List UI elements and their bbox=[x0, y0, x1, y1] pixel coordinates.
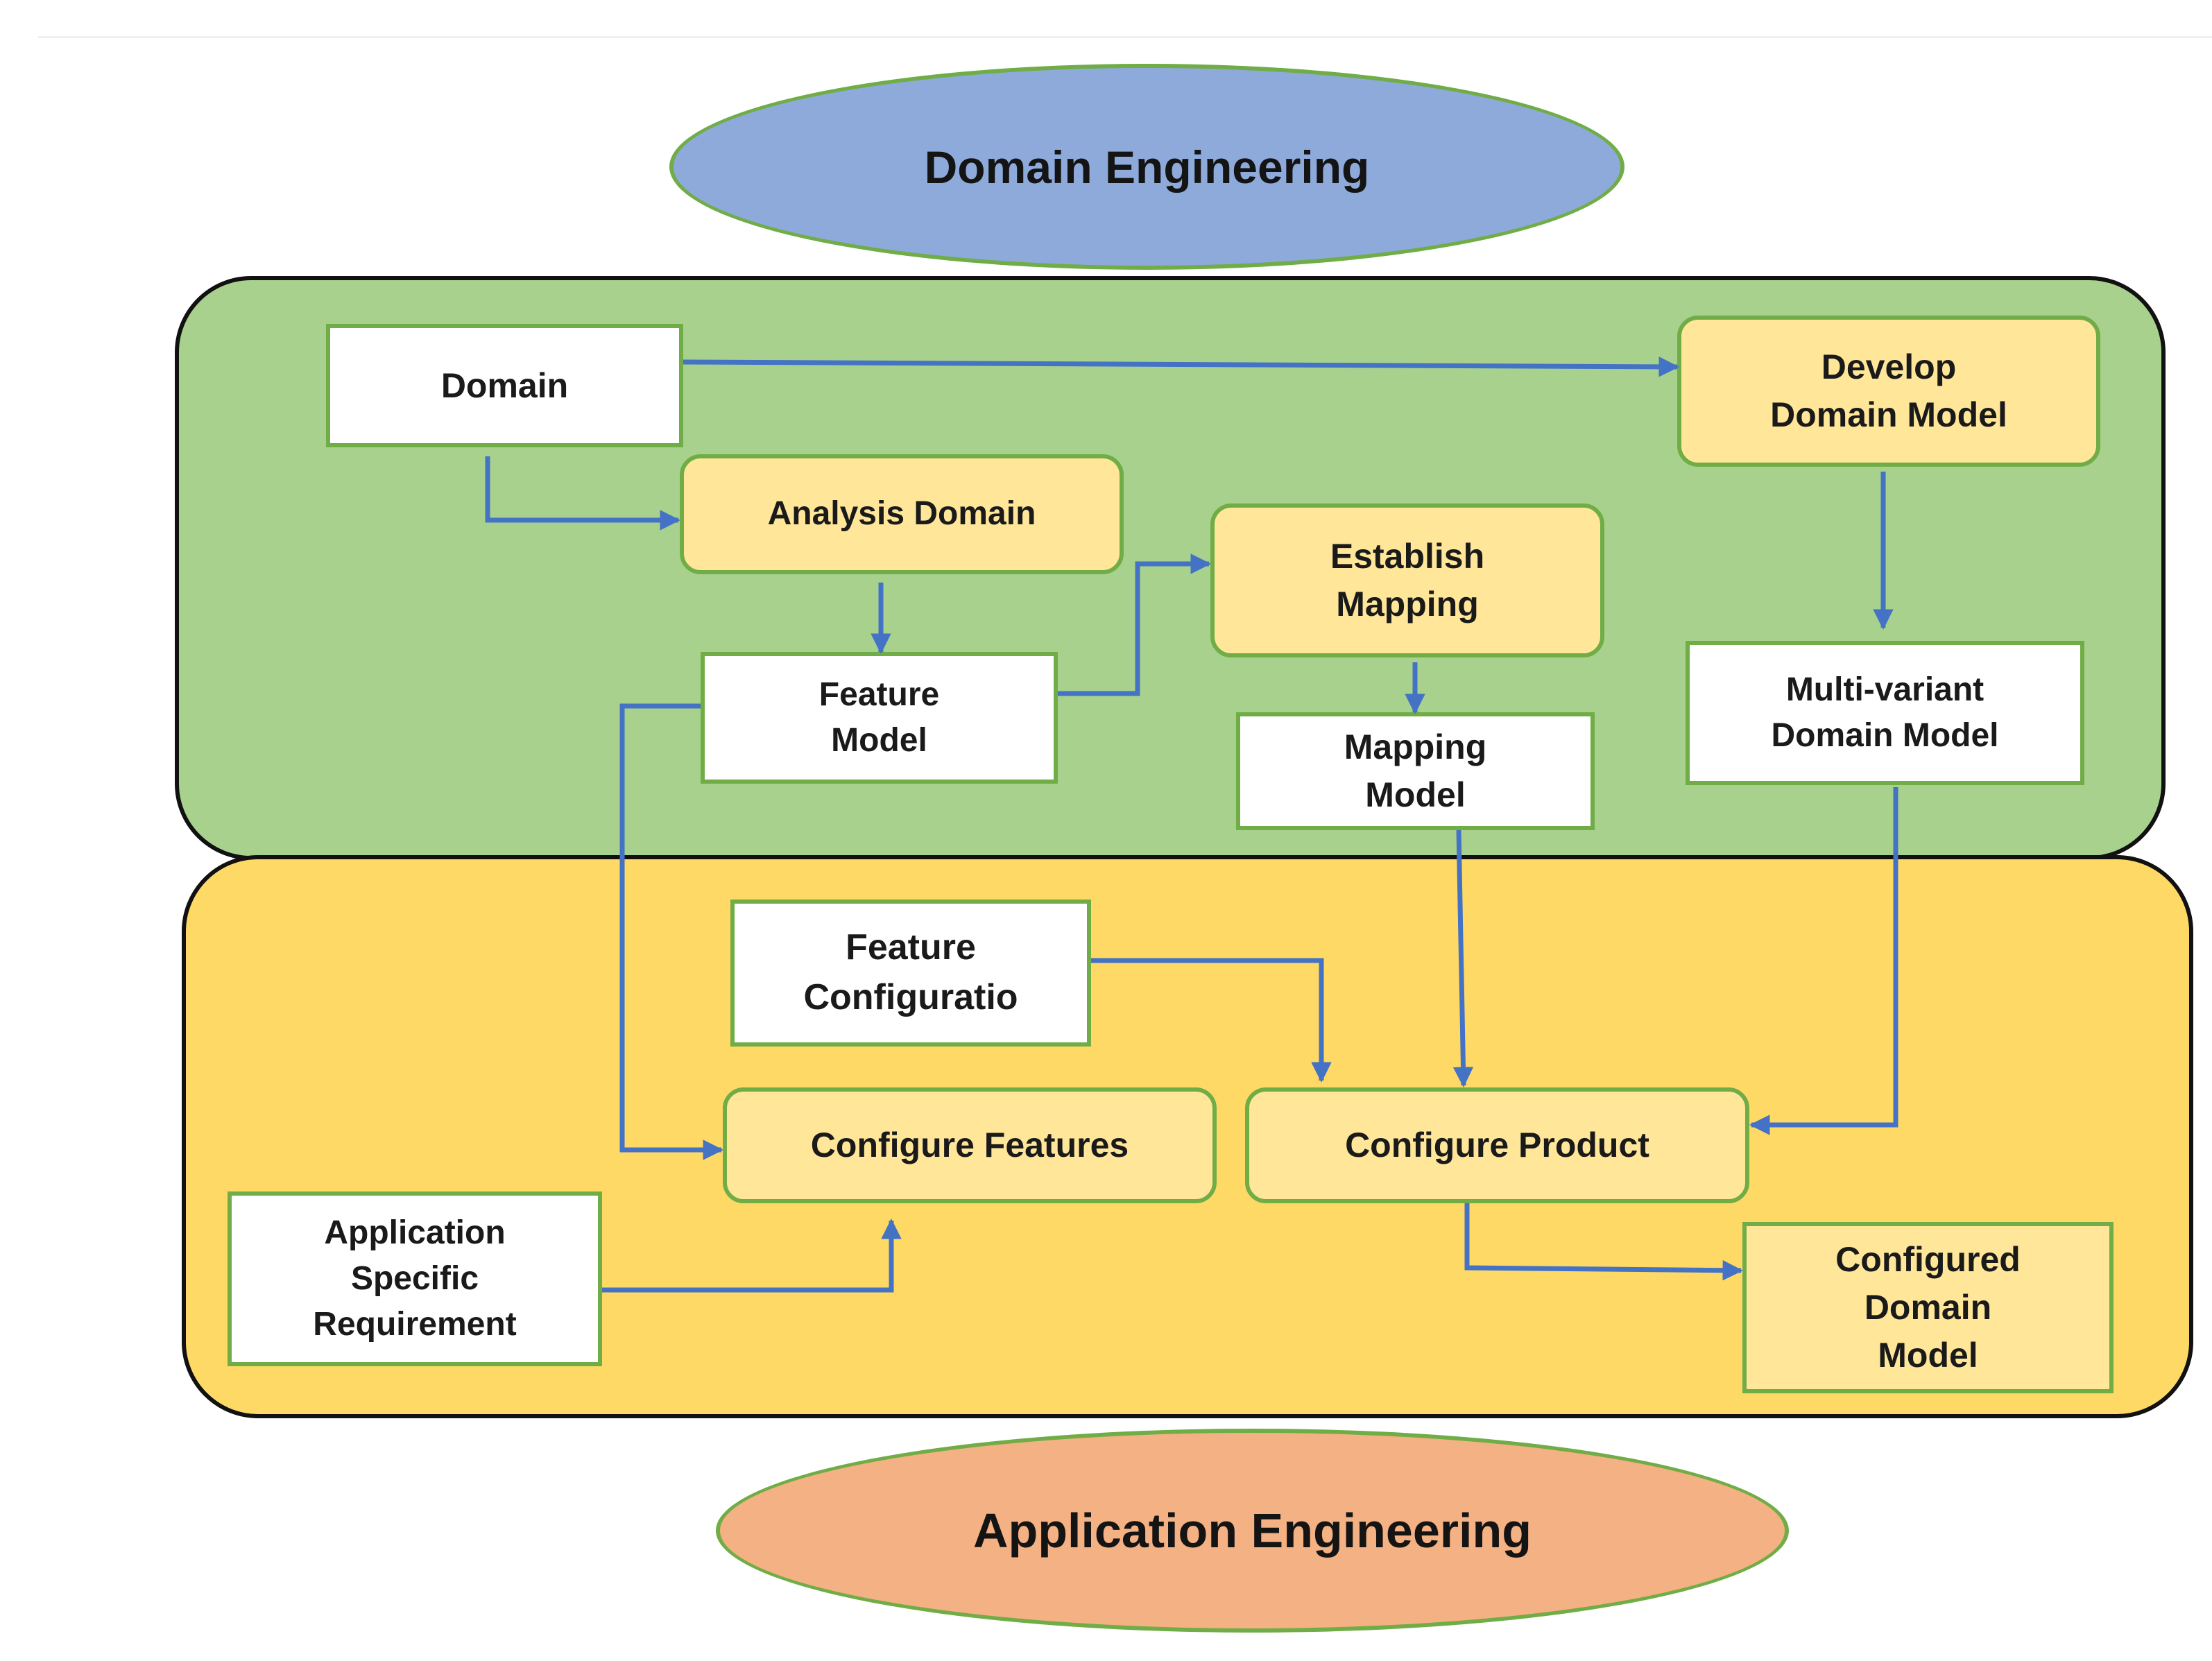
domain-engineering-ellipse: Domain Engineering bbox=[669, 64, 1624, 270]
arrow-feature-model-to-configure-features bbox=[619, 703, 723, 1160]
top-divider-line bbox=[38, 36, 2212, 38]
configured-domain-model-box: Configured Domain Model bbox=[1742, 1222, 2114, 1393]
domain-box: Domain bbox=[326, 324, 683, 447]
configure-product-box: Configure Product bbox=[1245, 1087, 1749, 1203]
feature-configuration-box: Feature Configuratio bbox=[730, 900, 1091, 1047]
feature-model-box: Feature Model bbox=[701, 652, 1058, 784]
arrow-domain-to-analysis-domain bbox=[485, 456, 680, 531]
arrow-requirement-to-configure-features bbox=[602, 1219, 902, 1293]
multi-variant-domain-model-box: Multi-variant Domain Model bbox=[1686, 641, 2084, 785]
arrow-domain-to-develop-domain-model bbox=[683, 356, 1679, 377]
develop-domain-model-box: Develop Domain Model bbox=[1677, 316, 2100, 467]
arrow-multi-variant-to-configure-product bbox=[1749, 787, 1898, 1135]
arrow-mapping-model-to-configure-product bbox=[1452, 829, 1474, 1087]
establish-mapping-box: Establish Mapping bbox=[1210, 504, 1604, 657]
configure-features-box: Configure Features bbox=[723, 1087, 1217, 1203]
analysis-domain-box: Analysis Domain bbox=[680, 454, 1124, 574]
arrow-feature-model-to-establish-mapping bbox=[1058, 553, 1211, 696]
arrow-feature-configuration-to-configure-product bbox=[1091, 958, 1332, 1083]
arrow-configure-product-to-configured-model bbox=[1464, 1203, 1743, 1281]
domain-engineering-label: Domain Engineering bbox=[924, 141, 1370, 193]
application-engineering-label: Application Engineering bbox=[972, 1504, 1532, 1558]
application-specific-requirement-box: Application Specific Requirement bbox=[228, 1191, 602, 1366]
mapping-model-box: Mapping Model bbox=[1236, 712, 1595, 830]
application-engineering-ellipse: Application Engineering bbox=[716, 1429, 1789, 1633]
